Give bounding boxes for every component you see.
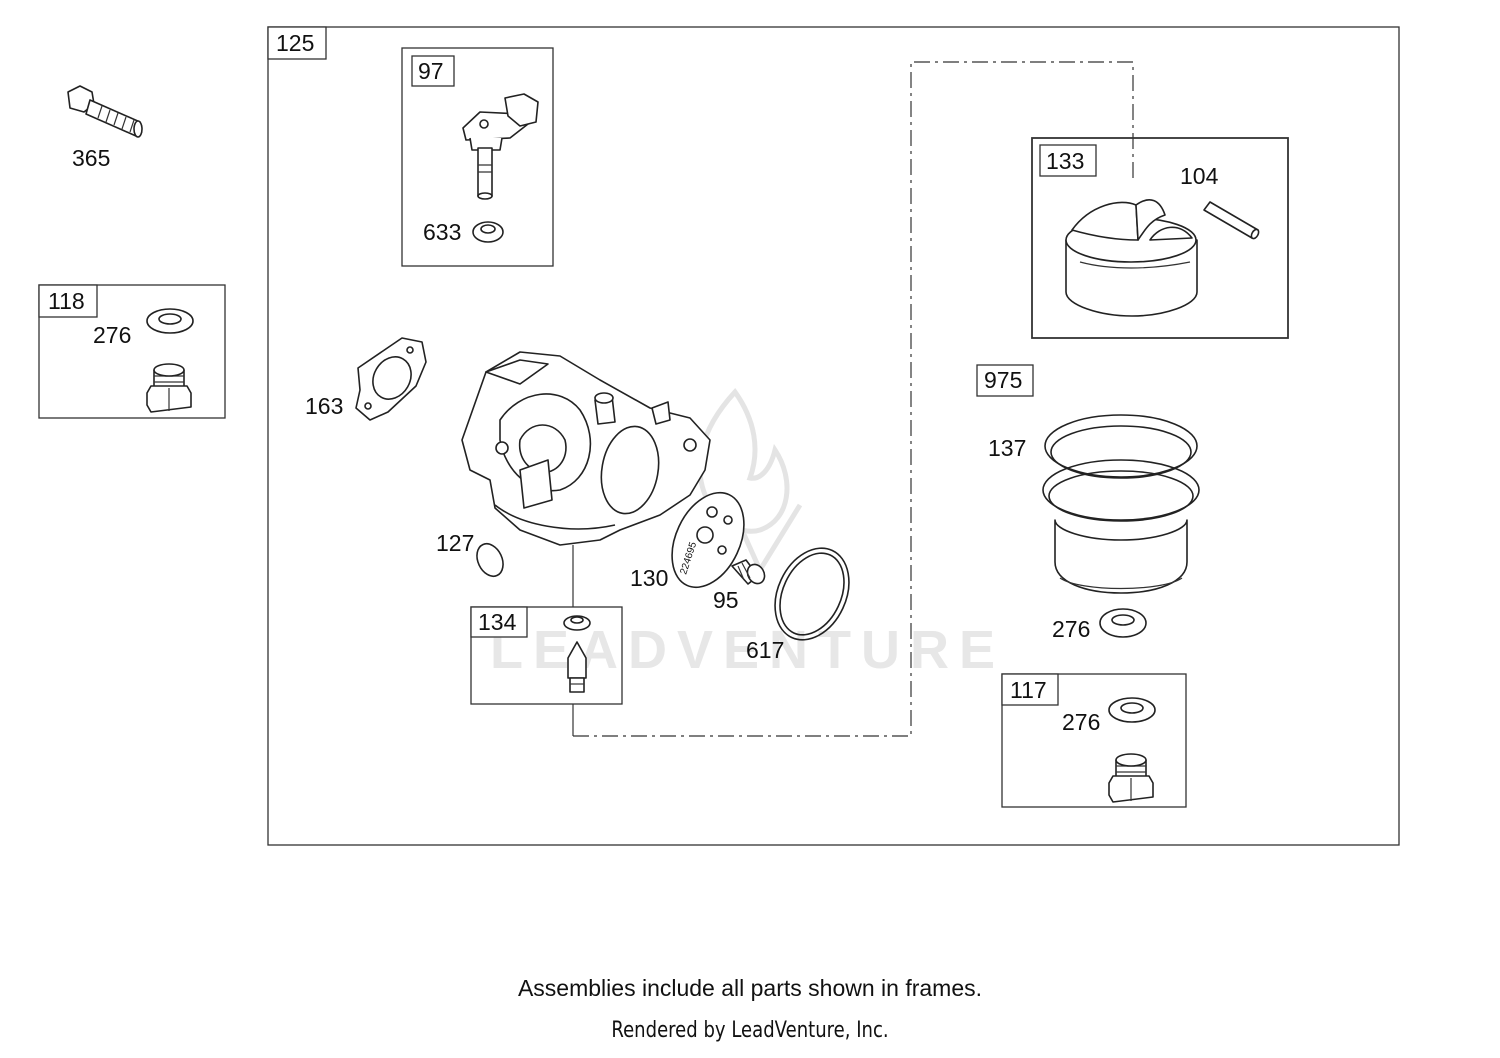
frame-975-tag: [976, 364, 1034, 397]
frame-118: [38, 284, 226, 419]
frame-134: [470, 606, 623, 705]
callout-130: 130: [630, 565, 668, 591]
part-95-screw[interactable]: [731, 559, 768, 587]
callout-163: 163: [305, 393, 343, 419]
frame-125-tag: [267, 26, 327, 60]
part-130-plate[interactable]: 224695: [658, 481, 758, 599]
part-276-washer-b[interactable]: [1099, 608, 1147, 638]
callout-633: 633: [423, 219, 461, 245]
part-carburetor-body[interactable]: [461, 351, 711, 546]
callout-104: 104: [1180, 163, 1219, 189]
callout-95: 95: [713, 587, 739, 613]
frame-117: [1001, 673, 1187, 808]
part-104-pin[interactable]: [1203, 201, 1260, 240]
frame-125: [267, 26, 1400, 846]
callout-127: 127: [436, 530, 474, 556]
callout-276-a: 276: [93, 322, 131, 348]
part-117-plug[interactable]: [1108, 753, 1154, 803]
frame-118-tag: [38, 284, 98, 318]
part-276-washer-a[interactable]: [146, 308, 194, 334]
callout-97: 97: [418, 58, 444, 84]
part-276-washer-c[interactable]: [1108, 697, 1156, 723]
footer-note: Assemblies include all parts shown in fr…: [517, 975, 983, 1001]
part-127-welch-plug[interactable]: [472, 540, 508, 581]
dashed-leader-133: [573, 61, 1134, 737]
callout-125: 125: [276, 30, 314, 56]
part-134-needle-seat[interactable]: [563, 615, 591, 631]
callout-118: 118: [48, 288, 85, 314]
part-97-choke-lever[interactable]: [462, 93, 539, 200]
callout-134: 134: [478, 609, 517, 635]
frame-97-tag: [411, 55, 455, 87]
part-163-gasket[interactable]: [355, 337, 427, 421]
callout-117: 117: [1010, 677, 1047, 703]
part-633-seal[interactable]: [472, 221, 504, 243]
part-975-bowl[interactable]: [1054, 519, 1188, 594]
callout-137: 137: [988, 435, 1026, 461]
frame-133: [1031, 137, 1289, 339]
part-617-o-ring[interactable]: [761, 536, 863, 652]
part-134-inlet-needle[interactable]: [567, 641, 587, 693]
part-365-bolt[interactable]: [67, 85, 143, 138]
callout-975: 975: [984, 367, 1022, 393]
frame-97: [401, 47, 554, 267]
callout-365: 365: [72, 145, 110, 171]
callout-276-c: 276: [1062, 709, 1100, 735]
callout-617: 617: [746, 637, 784, 663]
callout-276-b: 276: [1052, 616, 1090, 642]
frame-134-tag: [470, 606, 528, 638]
part-118-plug[interactable]: [146, 363, 192, 413]
part-137-gaskets[interactable]: [1042, 414, 1200, 522]
frame-133-tag: [1039, 144, 1097, 177]
frame-117-tag: [1001, 673, 1059, 706]
footer-credit: Rendered by LeadVenture, Inc.: [611, 1018, 889, 1043]
part-133-float[interactable]: [1065, 199, 1198, 317]
callout-133: 133: [1046, 148, 1084, 174]
